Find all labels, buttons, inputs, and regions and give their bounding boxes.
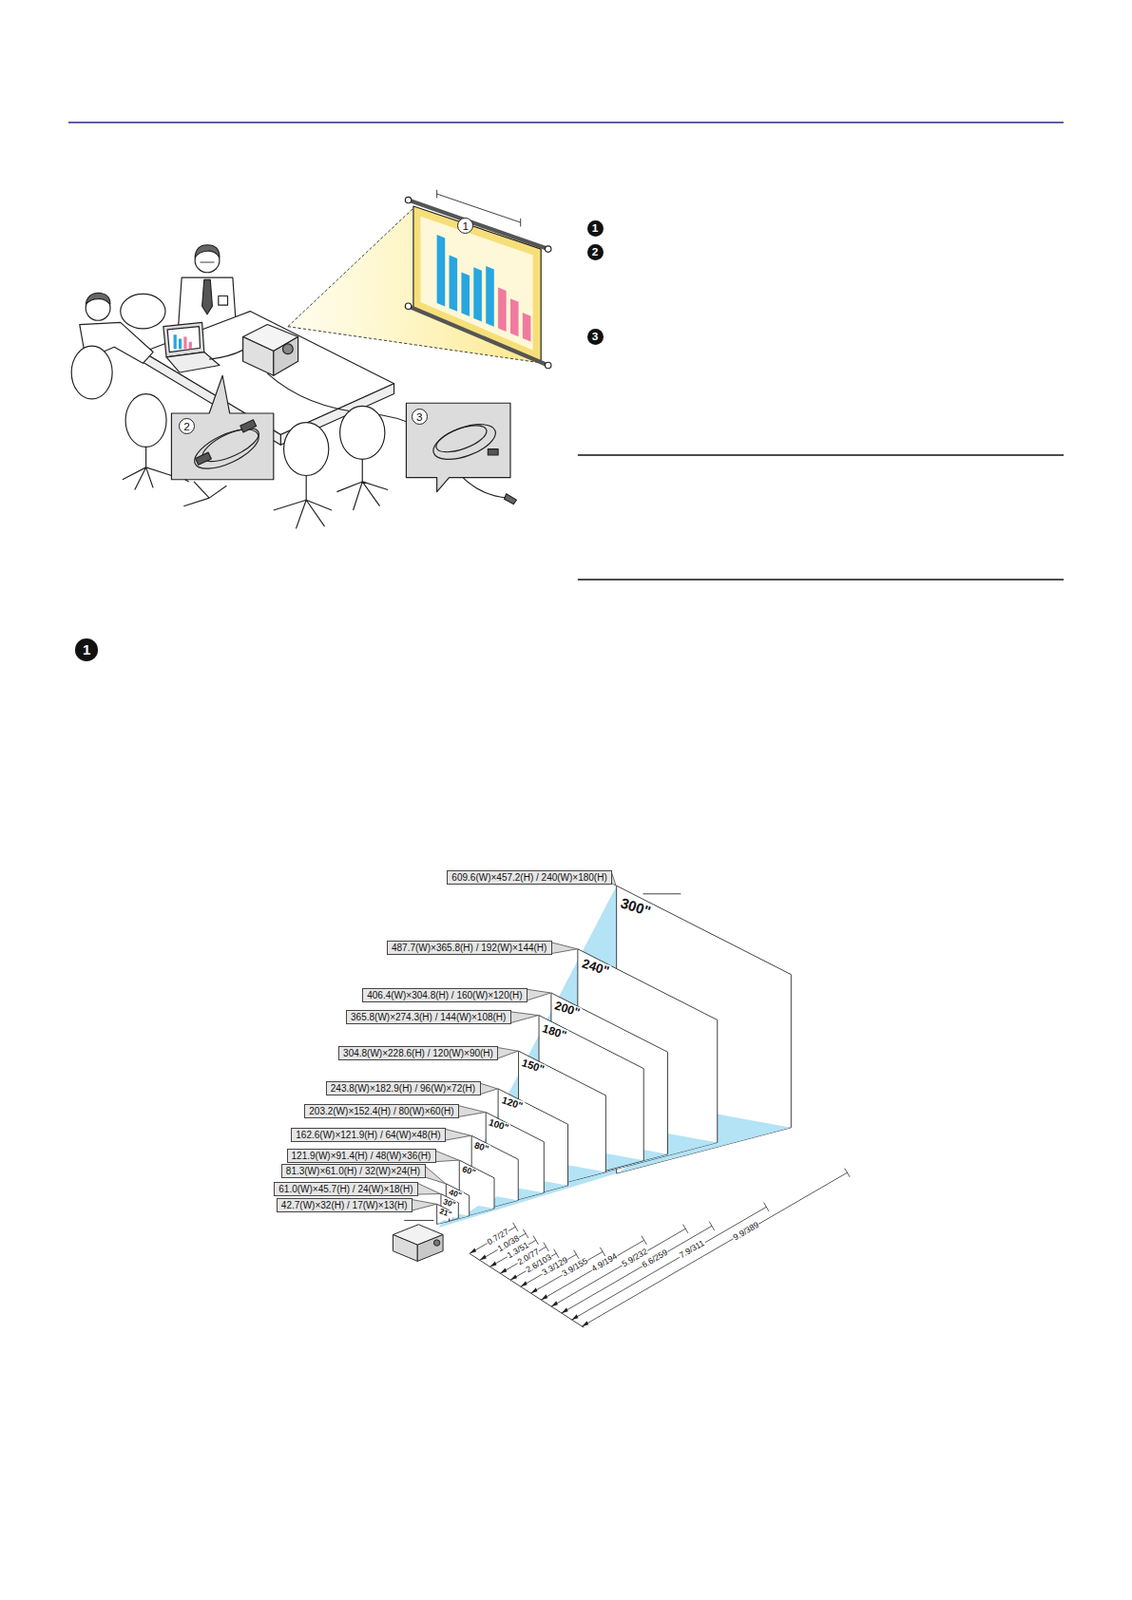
distance-tick — [543, 1243, 549, 1252]
distance-tick — [574, 1250, 579, 1260]
size-text: 365.8(W)×274.3(H) / 144(W)×108(H) — [350, 1012, 506, 1023]
size-callout: 121.9(W)×91.4(H) / 48(W)×36(H) — [287, 1149, 437, 1164]
throw-distance: 9.9/389 — [730, 1220, 762, 1243]
leader-line — [643, 893, 682, 895]
size-callout: 406.4(W)×304.8(H) / 160(W)×120(H) — [362, 988, 528, 1003]
distance-tick — [764, 1203, 769, 1212]
screen-size: 80" — [472, 1140, 491, 1154]
size-text: 42.7(W)×32(H) / 17(W)×13(H) — [281, 1200, 408, 1211]
distance-arrowhead — [561, 1307, 569, 1314]
distance-arrowhead — [520, 1281, 528, 1287]
step-number: 1 — [587, 220, 604, 237]
distance-line — [561, 1226, 712, 1314]
distance-arrowhead — [510, 1274, 518, 1281]
projector-icon — [392, 1225, 443, 1263]
note-rule — [577, 454, 1064, 457]
distance-tick — [709, 1222, 714, 1231]
distance-arrowhead — [499, 1267, 507, 1274]
screen-size: 200" — [552, 999, 582, 1020]
screen-size: 120" — [498, 1094, 525, 1113]
size-callout: 243.8(W)×182.9(H) / 96(W)×72(H) — [326, 1081, 481, 1096]
distance-tick — [641, 1236, 647, 1246]
size-text: 203.2(W)×152.4(H) / 80(W)×60(H) — [308, 1106, 454, 1117]
size-text: 61.0(W)×45.7(H) / 24(W)×18(H) — [278, 1184, 413, 1195]
distance-tick — [513, 1223, 519, 1232]
distance-tick — [554, 1249, 559, 1259]
callout-pointer — [424, 1166, 446, 1185]
size-callout: 609.6(W)×457.2(H) / 240(W)×180(H) — [446, 870, 613, 885]
distance-line — [551, 1228, 686, 1307]
size-text: 609.6(W)×457.2(H) / 240(W)×180(H) — [451, 872, 607, 883]
step-number: 3 — [587, 328, 604, 346]
floor-beam — [437, 1220, 450, 1225]
screen-size: 240" — [578, 957, 612, 979]
size-callout: 487.7(W)×365.8(H) / 192(W)×144(H) — [386, 940, 553, 956]
size-text: 406.4(W)×304.8(H) / 160(W)×120(H) — [366, 990, 522, 1001]
callout-pointer — [411, 1199, 437, 1211]
distance-tick — [683, 1225, 689, 1234]
screen-size: 150" — [519, 1057, 547, 1076]
distance-arrowhead — [581, 1321, 589, 1327]
distance-arrowhead — [540, 1294, 548, 1301]
callout-pointer — [458, 1106, 485, 1118]
screen-size: 180" — [539, 1022, 569, 1042]
size-callout: 42.7(W)×32(H) / 17(W)×13(H) — [276, 1198, 413, 1213]
callout-number: 2 — [178, 418, 195, 435]
size-text: 121.9(W)×91.4(H) / 48(W)×36(H) — [291, 1151, 432, 1162]
distance-arrowhead — [530, 1287, 538, 1294]
size-callout: 203.2(W)×152.4(H) / 80(W)×60(H) — [304, 1104, 460, 1119]
screen-size: 40" — [446, 1188, 463, 1201]
size-text: 162.6(W)×121.9(H) / 64(W)×48(H) — [295, 1130, 441, 1141]
callout-pointer — [526, 989, 551, 1001]
callout-pointer — [510, 1012, 539, 1024]
size-callout: 61.0(W)×45.7(H) / 24(W)×18(H) — [273, 1182, 419, 1197]
size-text: 487.7(W)×365.8(H) / 192(W)×144(H) — [391, 942, 547, 954]
callout-number: 3 — [411, 408, 428, 425]
note-rule — [577, 578, 1064, 581]
distance-tick — [522, 1229, 528, 1239]
leader-line — [403, 1220, 434, 1222]
throw-distance: 7.9/311 — [677, 1239, 708, 1262]
distance-tick — [599, 1247, 605, 1257]
meeting-illustration — [71, 190, 552, 530]
callout-pointer — [497, 1047, 519, 1059]
screen-size: 300" — [617, 895, 653, 920]
distance-arrowhead — [571, 1314, 578, 1321]
size-callout: 162.6(W)×121.9(H) / 64(W)×48(H) — [290, 1128, 446, 1143]
callout-pointer — [551, 942, 577, 955]
section-number: 1 — [75, 638, 98, 662]
distance-tick — [533, 1236, 538, 1246]
size-text: 81.3(W)×61.0(H) / 32(W)×24(H) — [286, 1166, 421, 1177]
screen-size: 60" — [460, 1165, 478, 1179]
size-callout: 365.8(W)×274.3(H) / 144(W)×108(H) — [345, 1010, 512, 1025]
distance-arrowhead — [479, 1254, 487, 1261]
screen-size: 30" — [441, 1197, 459, 1210]
screen-size: 21" — [438, 1208, 454, 1220]
throw-distance: 4.9/194 — [590, 1252, 621, 1275]
distance-line — [571, 1207, 767, 1321]
callout-pointer — [417, 1183, 441, 1195]
distance-arrowhead — [489, 1261, 497, 1267]
callout-pointer — [479, 1083, 499, 1095]
header-rule — [68, 121, 1064, 124]
size-callout: 81.3(W)×61.0(H) / 32(W)×24(H) — [281, 1164, 426, 1179]
distance-line — [581, 1172, 847, 1327]
distance-line — [540, 1240, 644, 1301]
callout-pointer — [434, 1151, 459, 1163]
callout-number: 1 — [457, 217, 474, 234]
screen-size: 100" — [486, 1117, 511, 1134]
size-callout: 304.8(W)×228.6(H) / 120(W)×90(H) — [338, 1046, 499, 1061]
step-number: 2 — [587, 244, 604, 261]
distance-tick — [844, 1169, 850, 1178]
callout-pointer — [444, 1129, 471, 1141]
distance-arrowhead — [469, 1247, 477, 1254]
size-text: 243.8(W)×182.9(H) / 96(W)×72(H) — [330, 1083, 476, 1094]
size-text: 304.8(W)×228.6(H) / 120(W)×90(H) — [343, 1048, 494, 1059]
distance-arrowhead — [551, 1301, 558, 1307]
